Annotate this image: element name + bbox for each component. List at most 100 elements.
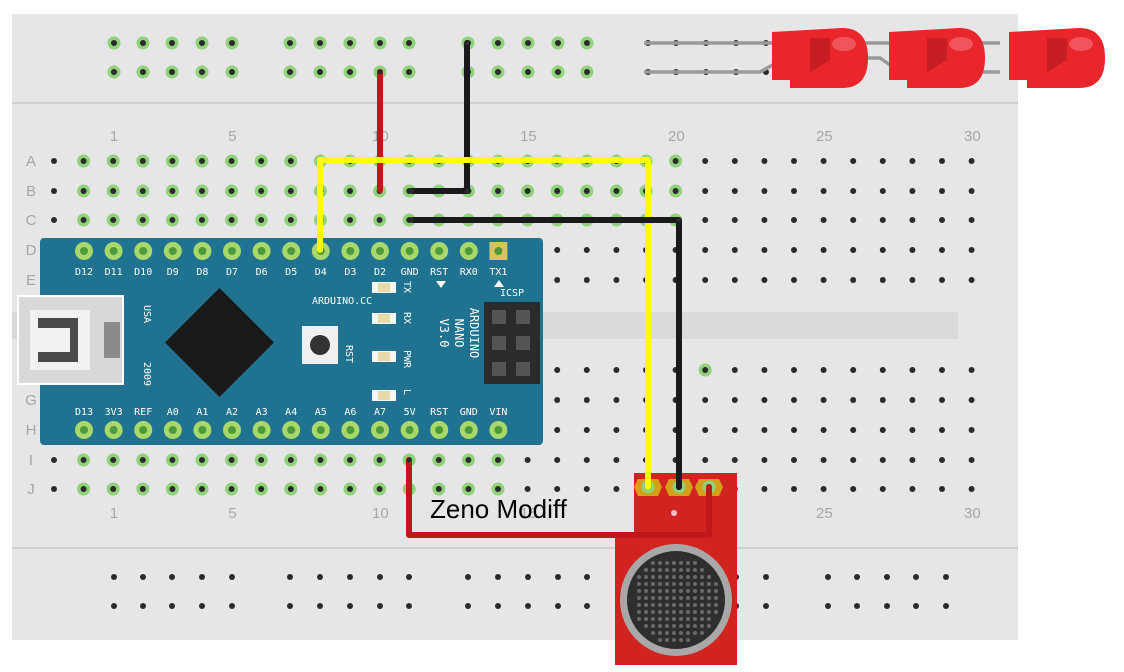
breadboard-hole <box>583 486 590 492</box>
breadboard-hole <box>850 158 857 164</box>
breadboard-hole <box>791 457 797 463</box>
nano-pin-label-top: D9 <box>167 267 179 278</box>
nano-pin-hole <box>198 426 207 434</box>
breadboard-hole <box>583 457 590 463</box>
mesh-dot <box>665 631 669 635</box>
nano-pin-label-top: D12 <box>75 267 93 278</box>
breadboard-hole <box>169 457 176 463</box>
breadboard-hole <box>495 457 501 463</box>
breadboard-hole <box>199 217 205 223</box>
column-number-bottom: 1 <box>110 505 118 522</box>
pin-arrows <box>436 280 504 288</box>
breadboard-hole <box>287 574 293 580</box>
breadboard-hole <box>140 574 146 580</box>
breadboard-hole <box>731 247 738 253</box>
nano-pin-hole <box>376 247 384 255</box>
mesh-dot <box>644 617 648 621</box>
mesh-dot <box>707 596 711 600</box>
mesh-dot <box>651 561 655 565</box>
breadboard-hole <box>169 69 175 75</box>
column-number-top: 5 <box>228 128 236 145</box>
breadboard-hole <box>850 397 857 403</box>
mesh-dot <box>686 596 690 600</box>
breadboard-hole <box>229 603 235 609</box>
breadboard-hole <box>406 574 412 580</box>
breadboard-hole <box>850 217 857 223</box>
mesh-dot <box>658 582 662 586</box>
mesh-dot <box>651 631 655 635</box>
breadboard-hole <box>761 277 768 283</box>
breadboard-hole <box>169 158 176 164</box>
breadboard-hole <box>111 40 117 46</box>
nano-pins <box>75 242 508 439</box>
mesh-dot <box>651 624 655 628</box>
nano-pin-hole <box>139 426 148 434</box>
breadboard-hole <box>761 247 768 253</box>
breadboard-hole <box>731 217 738 223</box>
mesh-dot <box>679 575 683 579</box>
mesh-dot <box>672 575 676 579</box>
breadboard-hole <box>583 427 590 433</box>
mesh-dot <box>679 568 683 572</box>
breadboard-hole <box>702 217 709 223</box>
mesh-dot <box>651 589 655 593</box>
breadboard-hole <box>702 457 709 463</box>
nano-pin-label-bottom: A4 <box>285 407 297 418</box>
mesh-dot <box>637 617 641 621</box>
mesh-dot <box>693 624 697 628</box>
breadboard-hole <box>909 486 916 492</box>
mesh-dot <box>672 603 676 607</box>
breadboard-hole <box>702 427 709 433</box>
mesh-dot <box>686 631 690 635</box>
mesh-dot <box>637 603 641 607</box>
mesh-dot <box>707 617 711 621</box>
nano-pin-label-bottom: A3 <box>256 407 268 418</box>
breadboard-hole <box>555 69 561 75</box>
breadboard-hole <box>554 457 561 463</box>
breadboard-hole <box>584 69 590 75</box>
mesh-dot <box>665 617 669 621</box>
breadboard-hole <box>583 188 590 194</box>
breadboard-hole <box>791 367 797 373</box>
nano-pin-hole <box>168 247 177 255</box>
mesh-dot <box>714 596 718 600</box>
status-led-label: PWR <box>401 350 412 369</box>
breadboard-hole <box>943 603 949 609</box>
breadboard-hole <box>140 69 146 75</box>
mesh-dot <box>693 631 697 635</box>
breadboard-hole <box>791 277 797 283</box>
breadboard-hole <box>820 188 827 194</box>
breadboard-hole <box>347 217 353 223</box>
breadboard-hole <box>465 574 471 580</box>
breadboard-hole <box>495 486 501 492</box>
breadboard-hole <box>820 397 827 403</box>
breadboard-hole <box>939 247 945 253</box>
breadboard-hole <box>139 457 146 463</box>
nano-pin-label-bottom: GND <box>460 407 478 418</box>
breadboard-hole <box>820 367 827 373</box>
breadboard-hole <box>613 486 620 492</box>
mesh-dot <box>651 582 655 586</box>
breadboard-hole <box>731 457 738 463</box>
breadboard-hole <box>347 574 353 580</box>
status-led-icon: RX <box>372 312 412 324</box>
microphone-grille <box>627 551 725 649</box>
breadboard-hole <box>287 486 294 492</box>
nano-pin-hole <box>435 247 444 255</box>
nano-pin-hole <box>109 247 118 255</box>
microphone-sensor-module <box>615 473 737 665</box>
breadboard-hole <box>80 188 87 194</box>
mesh-dot <box>651 575 655 579</box>
breadboard-hole <box>347 486 353 492</box>
breadboard-hole <box>347 40 353 46</box>
breadboard-hole <box>850 367 857 373</box>
breadboard-hole <box>169 486 176 492</box>
mesh-dot <box>686 638 690 642</box>
breadboard-hole <box>347 603 353 609</box>
mesh-dot <box>707 589 711 593</box>
mesh-dot <box>714 603 718 607</box>
breadboard-hole <box>731 277 738 283</box>
mesh-dot <box>679 561 683 565</box>
